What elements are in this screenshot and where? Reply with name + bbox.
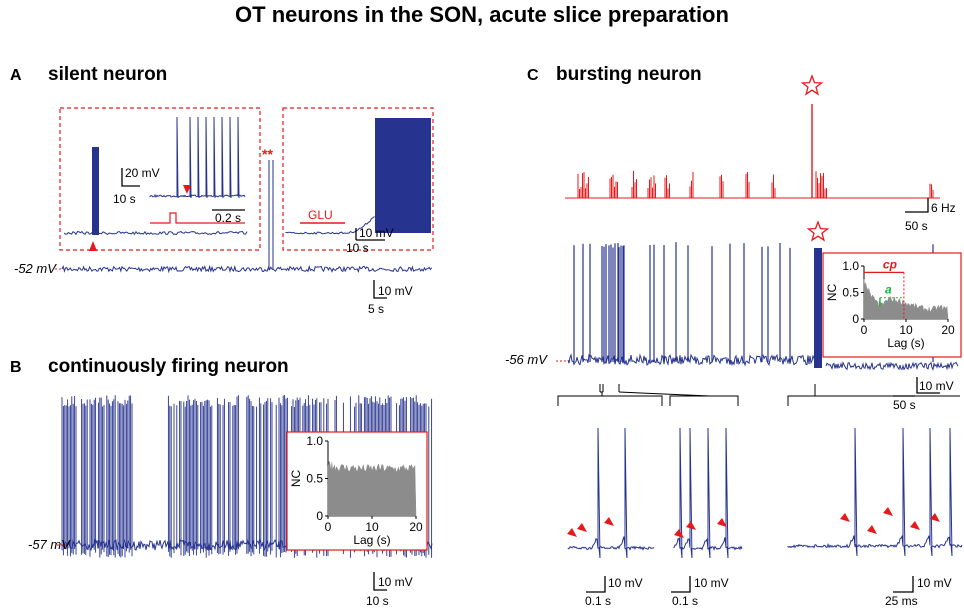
panel-c-star-icon-1	[800, 74, 824, 96]
panel-a-title: silent neuron	[48, 64, 167, 85]
panel-a-inset1-scale-v: 20 mV	[125, 166, 160, 180]
panel-c-zoom3-scale	[893, 576, 914, 593]
panel-c-zoom2-scale	[671, 576, 691, 593]
panel-a-inset1-burst	[92, 147, 99, 235]
red-arrowhead-icon	[604, 517, 614, 526]
a-label: a	[885, 283, 892, 297]
panel-b-scale	[373, 572, 387, 591]
red-arrowhead-icon	[910, 521, 920, 530]
panel-a-inset1-scale-t: 10 s	[113, 192, 136, 206]
panel-a-inset1-box	[59, 107, 261, 251]
panel-c: C bursting neuron 6 Hz 50 s -56 mV 10 mV…	[505, 64, 963, 608]
inset-area	[327, 460, 417, 517]
inset-y-tick-label: 0	[852, 312, 859, 326]
inset-y-tick-label: 1.0	[842, 259, 859, 273]
inset-area	[863, 279, 949, 320]
red-arrowhead-icon	[686, 521, 696, 530]
panel-c-spikes	[573, 242, 934, 368]
panel-c-zoom-brackets	[557, 384, 960, 406]
panel-b-title: continuously firing neuron	[48, 356, 289, 377]
panel-a-inset2-scale-v: 10 mV	[359, 226, 394, 240]
panel-a-inset1-scale	[121, 168, 140, 187]
panel-a-arrowhead-2	[183, 185, 191, 194]
inset-x-label: Lag (s)	[887, 336, 924, 350]
panel-a-stim-pulse	[150, 212, 245, 224]
panel-a-rmp: -52 mV	[14, 261, 57, 276]
panel-a-asterisks: **	[262, 146, 273, 162]
panel-b: B continuously firing neuron -57 mV 10 m…	[10, 356, 433, 608]
panel-a-inset1-zoom-trace	[149, 116, 246, 199]
panel-a-inset2-box	[282, 107, 434, 251]
cp-label: cp	[883, 258, 897, 272]
panel-c-arrowheads	[567, 507, 940, 538]
panel-c-zoom1-scale-v: 10 mV	[608, 576, 643, 590]
panel-a-inset2-trace	[285, 216, 375, 235]
panel-c-zoom1-scale-t: 0.1 s	[585, 594, 611, 608]
panel-c-zoom3-trace	[787, 427, 963, 557]
panel-c-zoom2-scale-v: 10 mV	[694, 576, 729, 590]
red-arrowhead-icon	[840, 513, 850, 522]
panel-c-scale	[916, 377, 940, 394]
panel-a-inset2-scale-t: 10 s	[346, 241, 369, 255]
red-arrowhead-icon	[717, 518, 727, 527]
inset-x-tick-label: 0	[325, 520, 332, 534]
inset-x-tick-label: 20	[941, 323, 955, 337]
inset-y-label: NC	[825, 284, 839, 302]
inset-y-tick-label: 0.5	[306, 472, 323, 486]
panel-c-zoom3-scale-t: 25 ms	[885, 594, 918, 608]
panel-a-main-scale-t: 5 s	[368, 302, 384, 316]
panel-a-glu-label: GLU	[308, 208, 333, 222]
inset-y-tick-label: 0.5	[842, 286, 859, 300]
panel-c-rate-scale-v: 6 Hz	[931, 201, 956, 215]
panel-b-scale-t: 10 s	[366, 594, 389, 608]
panel-a-inset1-zoom-scale-t: 0.2 s	[215, 211, 241, 225]
panel-a-main-trace	[61, 264, 433, 274]
panel-a-inset1-trace	[63, 230, 248, 236]
red-arrowhead-icon	[567, 528, 577, 537]
inset-x-tick-label: 20	[409, 520, 423, 534]
panel-a: A silent neuron 20 mV 10 s 0.2 s GLU 10 …	[10, 64, 434, 316]
panel-c-star-icon-2	[806, 220, 830, 242]
figure-title: OT neurons in the SON, acute slice prepa…	[235, 2, 729, 27]
panel-c-scale-v: 10 mV	[919, 379, 954, 393]
panel-c-zoom2-scale-t: 0.1 s	[672, 594, 698, 608]
red-arrowhead-icon	[867, 525, 877, 534]
panel-b-letter: B	[10, 359, 22, 376]
panel-b-rmp: -57 mV	[28, 537, 71, 552]
panel-b-scale-v: 10 mV	[378, 575, 413, 589]
red-arrowhead-icon	[930, 513, 940, 522]
inset-y-label: NC	[289, 470, 303, 488]
panel-a-letter: A	[10, 67, 22, 84]
panel-c-rmp: -56 mV	[505, 352, 548, 367]
panel-a-main-scale-v: 10 mV	[378, 284, 413, 298]
red-arrowhead-icon	[883, 507, 893, 516]
panel-c-scale-t: 50 s	[893, 398, 916, 412]
panel-c-zoom3-scale-v: 10 mV	[917, 576, 952, 590]
panel-c-burst-block	[814, 248, 822, 368]
panel-a-arrowhead-1	[89, 241, 97, 251]
inset-y-tick-label: 1.0	[306, 434, 323, 448]
panel-c-letter: C	[527, 67, 539, 84]
panel-c-zoom1-trace	[567, 427, 655, 559]
panel-c-zoom1-scale	[586, 576, 606, 593]
red-arrowhead-icon	[577, 523, 587, 532]
panel-c-rate-histogram	[577, 104, 934, 198]
red-arrowhead-icon	[674, 529, 684, 538]
panel-a-main-scale	[373, 280, 387, 299]
inset-x-tick-label: 10	[899, 323, 913, 337]
panel-c-rate-scale	[905, 198, 929, 213]
panel-c-rate-scale-t: 50 s	[905, 219, 928, 233]
panel-a-inset2-firing	[375, 118, 431, 233]
inset-x-tick-label: 10	[365, 520, 379, 534]
inset-x-tick-label: 0	[861, 323, 868, 337]
panel-c-zoom2-trace	[673, 427, 743, 559]
inset-x-label: Lag (s)	[353, 533, 390, 547]
panel-c-title: bursting neuron	[556, 64, 702, 85]
panel-c-trace	[567, 353, 959, 371]
inset-y-tick-label: 0	[316, 509, 323, 523]
